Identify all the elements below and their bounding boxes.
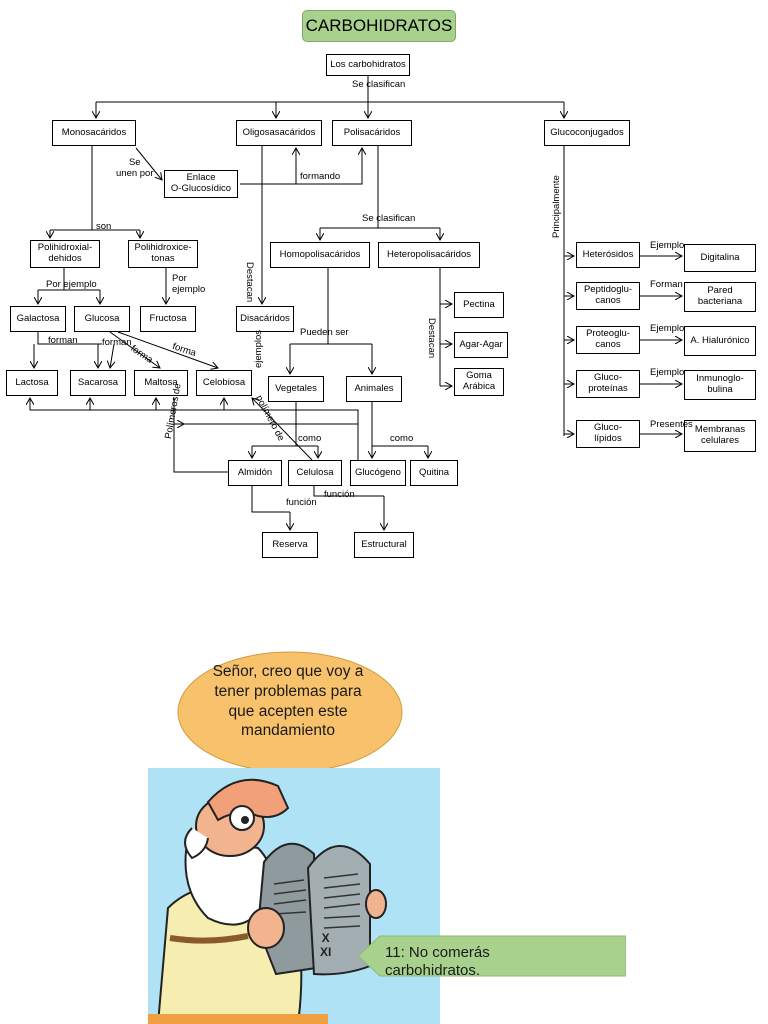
node-glucoconjugados: Glucoconjugados (544, 120, 630, 146)
connector-19 (37, 332, 102, 345)
node-celulosa: Celulosa (288, 460, 342, 486)
node-peptidoglucanos: Peptidoglu- canos (576, 282, 640, 310)
node-pectina: Pectina (454, 292, 504, 318)
node-los-carbohidratos: Los carbohidratos (326, 54, 410, 76)
moses-cartoon (148, 768, 440, 1024)
node-celobiosa: Celobiosa (196, 370, 252, 396)
label-ejemplos: ejemplos (253, 329, 264, 368)
node-estructural: Estructural (354, 532, 414, 558)
node-glucosa: Glucosa (74, 306, 130, 332)
node-heterosidos: Heterósidos (576, 242, 640, 268)
node-polisacaridos: Polisacáridos (332, 120, 412, 146)
connector-22 (110, 343, 114, 368)
label-principalmente: Principalmente (551, 175, 562, 238)
node-oligosacaridos: Oligosasacáridos (236, 120, 322, 146)
label-se-clasifican-2: Se clasifican (362, 213, 416, 224)
node-lactosa: Lactosa (6, 370, 58, 396)
node-proteoglucanos: Proteoglu- canos (576, 326, 640, 354)
node-maltosa: Maltosa (134, 370, 188, 396)
label-se-clasifican: Se clasifican (352, 79, 406, 90)
label-como-1: como (298, 433, 322, 444)
connector-24 (117, 331, 218, 368)
connector-7 (135, 147, 162, 180)
node-reserva: Reserva (262, 532, 318, 558)
label-pueden-ser: Pueden ser (300, 327, 349, 338)
node-glucolipidos: Gluco- lípidos (576, 420, 640, 448)
node-digitalina: Digitalina (684, 244, 756, 272)
tablet-mark-x-xi: X XI (320, 931, 332, 959)
callout-note (358, 935, 626, 977)
node-sacarosa: Sacarosa (70, 370, 126, 396)
node-polihidroxicetonas: Polihidroxice- tonas (128, 240, 198, 268)
label-por-ejemplo-1: Por ejemplo (46, 279, 97, 290)
label-presentes: Presentes (650, 419, 693, 430)
node-almidon: Almidón (228, 460, 282, 486)
node-fructosa: Fructosa (140, 306, 196, 332)
node-goma-arabica: Goma Arábica (454, 368, 504, 396)
node-quitina: Quitina (410, 460, 458, 486)
node-polihidroxialdehidos: Polihidroxial- dehidos (30, 240, 100, 268)
label-formando: formando (300, 171, 341, 182)
connector-8 (240, 148, 362, 185)
map-title: CARBOHIDRATOS (302, 10, 456, 42)
label-por-ejemplo-2: Por ejemplo (172, 273, 206, 295)
label-son: son (96, 221, 112, 232)
node-acido-hialuronico: A. Hialurónico (684, 326, 756, 356)
node-galactosa: Galactosa (10, 306, 66, 332)
connector-46 (173, 398, 228, 473)
node-disacaridos: Disacáridos (236, 306, 294, 332)
node-animales: Animales (346, 376, 402, 402)
node-enlace-o-glucosidico: Enlace O-Glucosídico (164, 170, 238, 198)
node-glucogeno: Glucógeno (350, 460, 406, 486)
label-como-2: como (390, 433, 414, 444)
node-pared-bacteriana: Pared bacteriana (684, 282, 756, 312)
label-forman-3: Forman (650, 279, 683, 290)
label-ejemplo-1: Ejemplo (650, 240, 685, 251)
connector-56 (251, 486, 290, 513)
label-forman-1: forman (48, 335, 78, 346)
label-funcion-2: función (324, 489, 355, 500)
node-monosacaridos: Monosacáridos (52, 120, 136, 146)
connector-23 (109, 331, 160, 368)
node-membranas-celulares: Membranas celulares (684, 420, 756, 452)
callout-note-text: 11: No comerás carbohidratos. (385, 944, 490, 979)
label-ejemplo-3: Ejemplo (650, 367, 685, 378)
concept-map-connectors (0, 76, 768, 620)
node-homopolisacaridos: Homopolisacáridos (270, 242, 370, 268)
connector-50 (252, 398, 313, 461)
speech-bubble-text: Señor, creo que voy a tener problemas pa… (212, 663, 364, 740)
node-heteropolisacaridos: Heteropolisacáridos (378, 242, 480, 268)
label-destacan-2: Destacan (426, 318, 437, 359)
node-glucoproteinas: Gluco- proteínas (576, 370, 640, 398)
connector-58 (313, 486, 384, 497)
label-funcion-1: función (286, 497, 317, 508)
label-forman-2: forman (102, 337, 132, 348)
label-se-unen-por: Se unen por (116, 157, 154, 179)
node-inmunoglobulina: Inmunoglo- bulina (684, 370, 756, 400)
label-destacan-1: Destacan (244, 262, 255, 303)
node-agar-agar: Agar-Agar (454, 332, 508, 358)
label-ejemplo-2: Ejemplo (650, 323, 685, 334)
node-vegetales: Vegetales (268, 376, 324, 402)
